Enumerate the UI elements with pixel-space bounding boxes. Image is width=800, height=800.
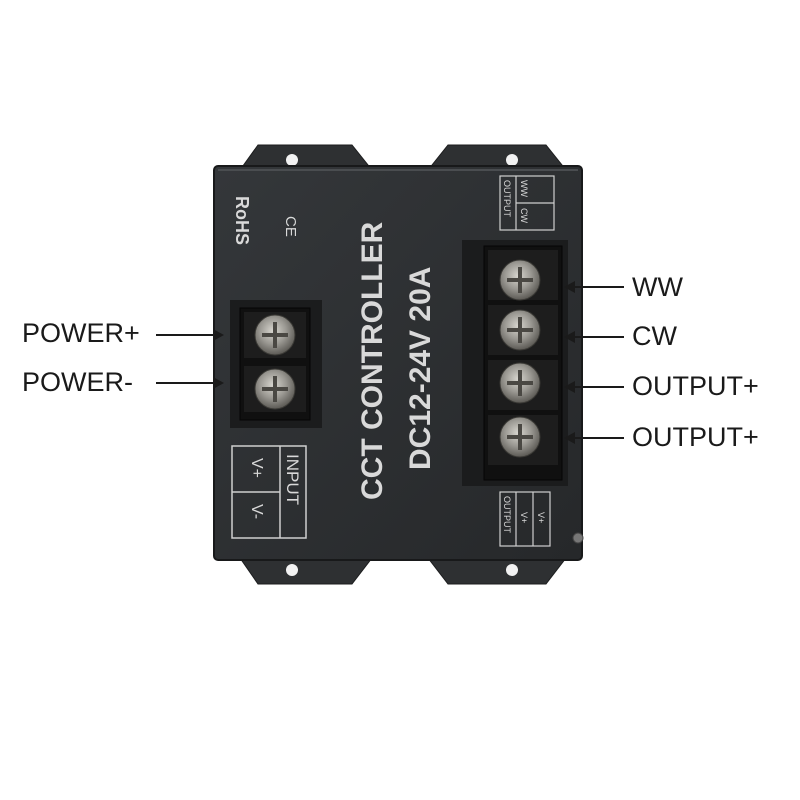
mount-hole-tl	[286, 154, 298, 166]
arrow-power-plus	[156, 329, 224, 341]
screw-output-plus-1	[499, 362, 541, 404]
mount-hole-tr	[506, 154, 518, 166]
mount-hole-bl	[286, 564, 298, 576]
input-label-panel: INPUT V+ V-	[231, 445, 307, 539]
arrow-output-plus-2	[564, 432, 624, 444]
rohs-mark: RoHS	[232, 196, 252, 245]
output-bottom-v-plus-2: V+	[536, 512, 546, 523]
output-top-cw: CW	[519, 208, 529, 223]
callout-cw: CW	[632, 321, 677, 351]
mount-hole-br	[506, 564, 518, 576]
callout-output-plus-2: OUTPUT+	[632, 422, 759, 452]
device-rating: DC12-24V 20A	[404, 267, 437, 470]
input-v-plus: V+	[248, 458, 265, 478]
output-top-header: OUTPUT	[502, 180, 512, 218]
screw-output-plus-2	[499, 416, 541, 458]
output-bottom-header: OUTPUT	[502, 496, 512, 534]
output-top-label-panel: OUTPUT CW WW	[499, 175, 555, 231]
screw-power-plus	[254, 314, 296, 356]
housing-screw-icon	[572, 532, 584, 544]
ce-mark: CE	[282, 216, 299, 237]
flange-bottom-left	[239, 557, 374, 585]
screw-power-minus	[254, 368, 296, 410]
screw-ww	[499, 259, 541, 301]
callout-ww: WW	[632, 272, 683, 302]
callout-output-plus-1: OUTPUT+	[632, 371, 759, 401]
callout-power-minus: POWER-	[22, 367, 133, 397]
device-title: CCT CONTROLLER	[356, 221, 389, 500]
output-top-ww: WW	[519, 180, 529, 197]
screw-cw	[499, 309, 541, 351]
arrow-power-minus	[156, 377, 224, 389]
arrow-output-plus-1	[564, 381, 624, 393]
callout-power-plus: POWER+	[22, 318, 140, 348]
arrow-ww	[564, 281, 624, 293]
flange-bottom-right	[426, 557, 568, 585]
input-header: INPUT	[283, 454, 302, 505]
output-bottom-v-plus-1: V+	[519, 512, 529, 523]
arrow-cw	[564, 331, 624, 343]
output-bottom-label-panel: OUTPUT V+ V+	[499, 491, 551, 547]
input-v-minus: V-	[248, 504, 265, 519]
